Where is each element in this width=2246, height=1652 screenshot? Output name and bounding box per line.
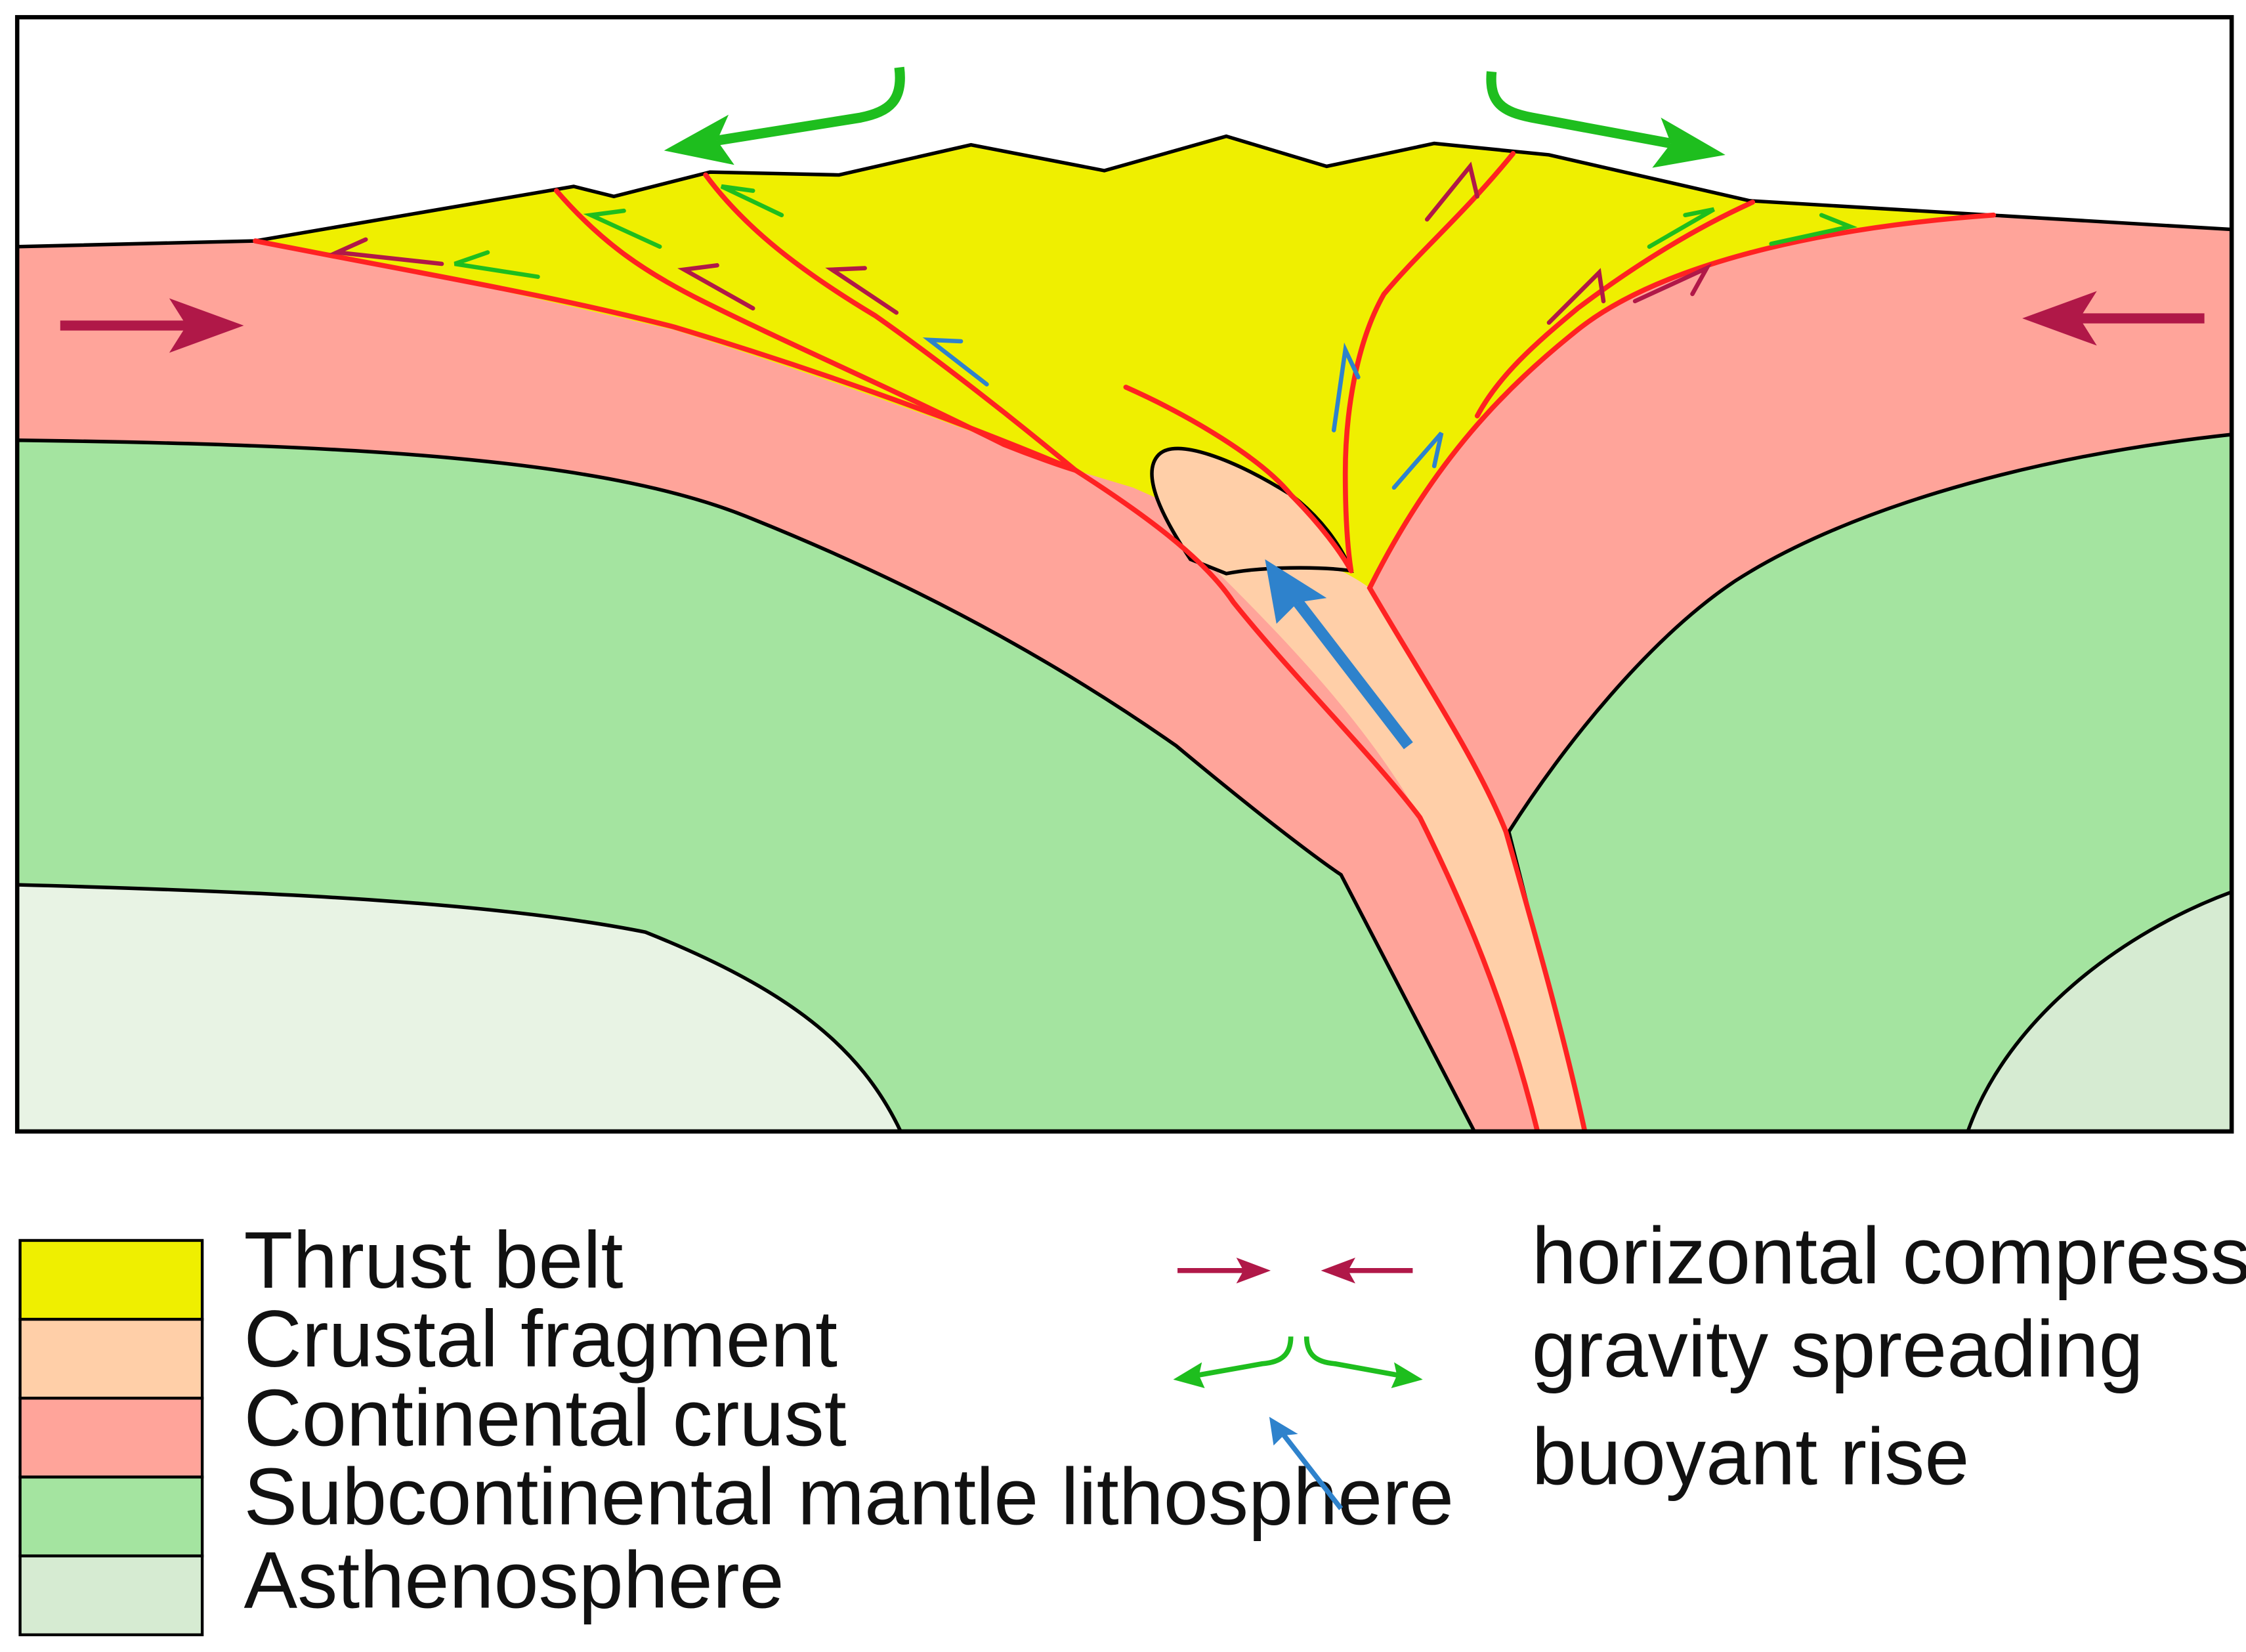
asthenosphere-left — [17, 883, 903, 1132]
gravity-arrow-left — [664, 66, 905, 165]
legend-label-gravity-spreading: gravity spreading — [1532, 1304, 2144, 1394]
slip-indicator-red — [825, 266, 899, 315]
slip-indicator-green — [583, 208, 662, 249]
compression-arrow-left — [60, 298, 244, 353]
legend-swatch-crustal-fragment — [18, 1317, 204, 1400]
fault-center-left — [1123, 385, 1354, 574]
slip-indicator-blue — [1331, 342, 1361, 433]
legend-compression-arrows — [1177, 1258, 1413, 1284]
crustal-fragment — [1212, 554, 1585, 1132]
legend-label-thrust-belt: Thrust belt — [244, 1215, 623, 1305]
legend-label-continental-crust: Continental crust — [244, 1372, 846, 1462]
legend-swatch-mantle-lithosphere — [18, 1475, 204, 1557]
legend-swatch-thrust-belt — [18, 1239, 204, 1321]
fault-basal-left — [253, 238, 1540, 1132]
slip-indicator-green — [1769, 213, 1858, 246]
mantle-lithosphere-right — [1506, 433, 2232, 1132]
legend-swatch-continental-crust — [18, 1397, 204, 1479]
cross-section-frame — [14, 14, 2234, 1134]
legend-label-buoyant-rise: buoyant rise — [1532, 1411, 1970, 1501]
slip-indicator-blue — [1391, 431, 1444, 490]
slip-indicator-red — [1424, 161, 1480, 222]
asthenosphere-right — [1966, 890, 2232, 1132]
legend-label-crustal-fragment: Crustal fragment — [244, 1294, 837, 1384]
fault-center — [1342, 150, 1516, 574]
legend-gravity-arrows — [1173, 1336, 1423, 1388]
legend-label-asthenosphere: Asthenosphere — [244, 1535, 784, 1624]
gravity-arrow-right — [1486, 71, 1726, 168]
fault-left-2 — [703, 172, 1078, 473]
legend-label-horizontal-compression: horizontal compression — [1532, 1210, 2246, 1300]
fault-left-1 — [554, 188, 1078, 473]
slip-indicator-red — [329, 237, 444, 266]
fault-right-1 — [1474, 200, 1756, 419]
legend: Thrust belt Crustal fragment Continental… — [18, 1210, 2246, 1636]
legend-label-mantle-lithosphere: Subcontinental mantle lithosphere — [244, 1452, 1454, 1542]
slip-indicator-red — [1546, 268, 1606, 325]
legend-swatch-asthenosphere — [18, 1554, 204, 1636]
buoyant-rise-arrow — [1265, 559, 1413, 750]
thrust-belt — [255, 136, 1994, 588]
surface-topography — [17, 134, 2232, 249]
slip-indicator-green — [720, 184, 784, 218]
legend-buoyant-rise-arrow — [1269, 1416, 1344, 1510]
slip-indicators — [329, 161, 1858, 490]
slip-indicator-green — [1647, 207, 1715, 249]
slip-indicator-green — [454, 250, 540, 279]
compression-arrow-right — [2022, 291, 2205, 346]
slip-indicator-red — [1632, 263, 1712, 304]
slip-indicator-blue — [922, 337, 989, 387]
fault-lines — [253, 150, 1997, 1132]
slip-indicator-red — [677, 263, 755, 311]
fault-basal-right — [1367, 212, 1997, 1132]
